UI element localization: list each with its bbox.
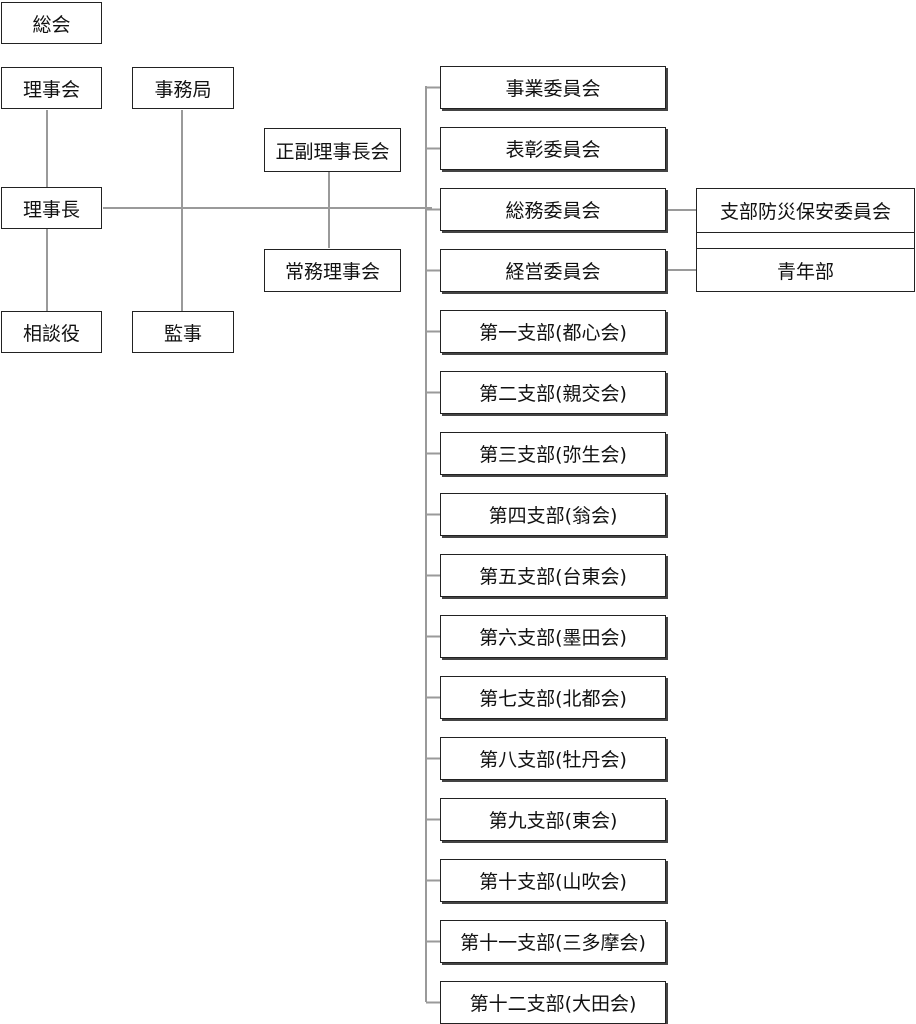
box-branch: 第一支部(都心会) xyxy=(440,310,666,353)
box-branch: 第二支部(親交会) xyxy=(440,371,666,414)
box-divider-gap xyxy=(697,233,914,249)
box-jimukyoku: 事務局 xyxy=(132,67,234,109)
box-committee: 表彰委員会 xyxy=(440,127,666,170)
box-rijicho: 理事長 xyxy=(1,187,102,229)
box-seinenbu: 青年部 xyxy=(776,260,834,283)
box-branch: 第四支部(翁会) xyxy=(440,493,666,536)
box-branch: 第十二支部(大田会) xyxy=(440,981,666,1024)
box-branch: 第十一支部(三多摩会) xyxy=(440,920,666,963)
box-committee: 経営委員会 xyxy=(440,249,666,292)
box-sokai: 総会 xyxy=(1,2,102,44)
box-right-group: 支部防災保安委員会 青年部 xyxy=(696,188,915,292)
box-sodanyaku: 相談役 xyxy=(1,311,102,353)
box-shibu-bosai: 支部防災保安委員会 xyxy=(697,189,914,233)
box-kanji: 監事 xyxy=(132,311,234,353)
box-jomu: 常務理事会 xyxy=(264,249,401,292)
box-committee: 事業委員会 xyxy=(440,66,666,109)
box-branch: 第十支部(山吹会) xyxy=(440,859,666,902)
box-branch: 第八支部(牡丹会) xyxy=(440,737,666,780)
box-rijikai: 理事会 xyxy=(1,67,102,109)
box-branch: 第九支部(東会) xyxy=(440,798,666,841)
box-branch: 第七支部(北都会) xyxy=(440,676,666,719)
box-branch: 第六支部(墨田会) xyxy=(440,615,666,658)
box-branch: 第五支部(台東会) xyxy=(440,554,666,597)
box-seifuku: 正副理事長会 xyxy=(264,128,401,172)
box-committee: 総務委員会 xyxy=(440,188,666,231)
box-branch: 第三支部(弥生会) xyxy=(440,432,666,475)
